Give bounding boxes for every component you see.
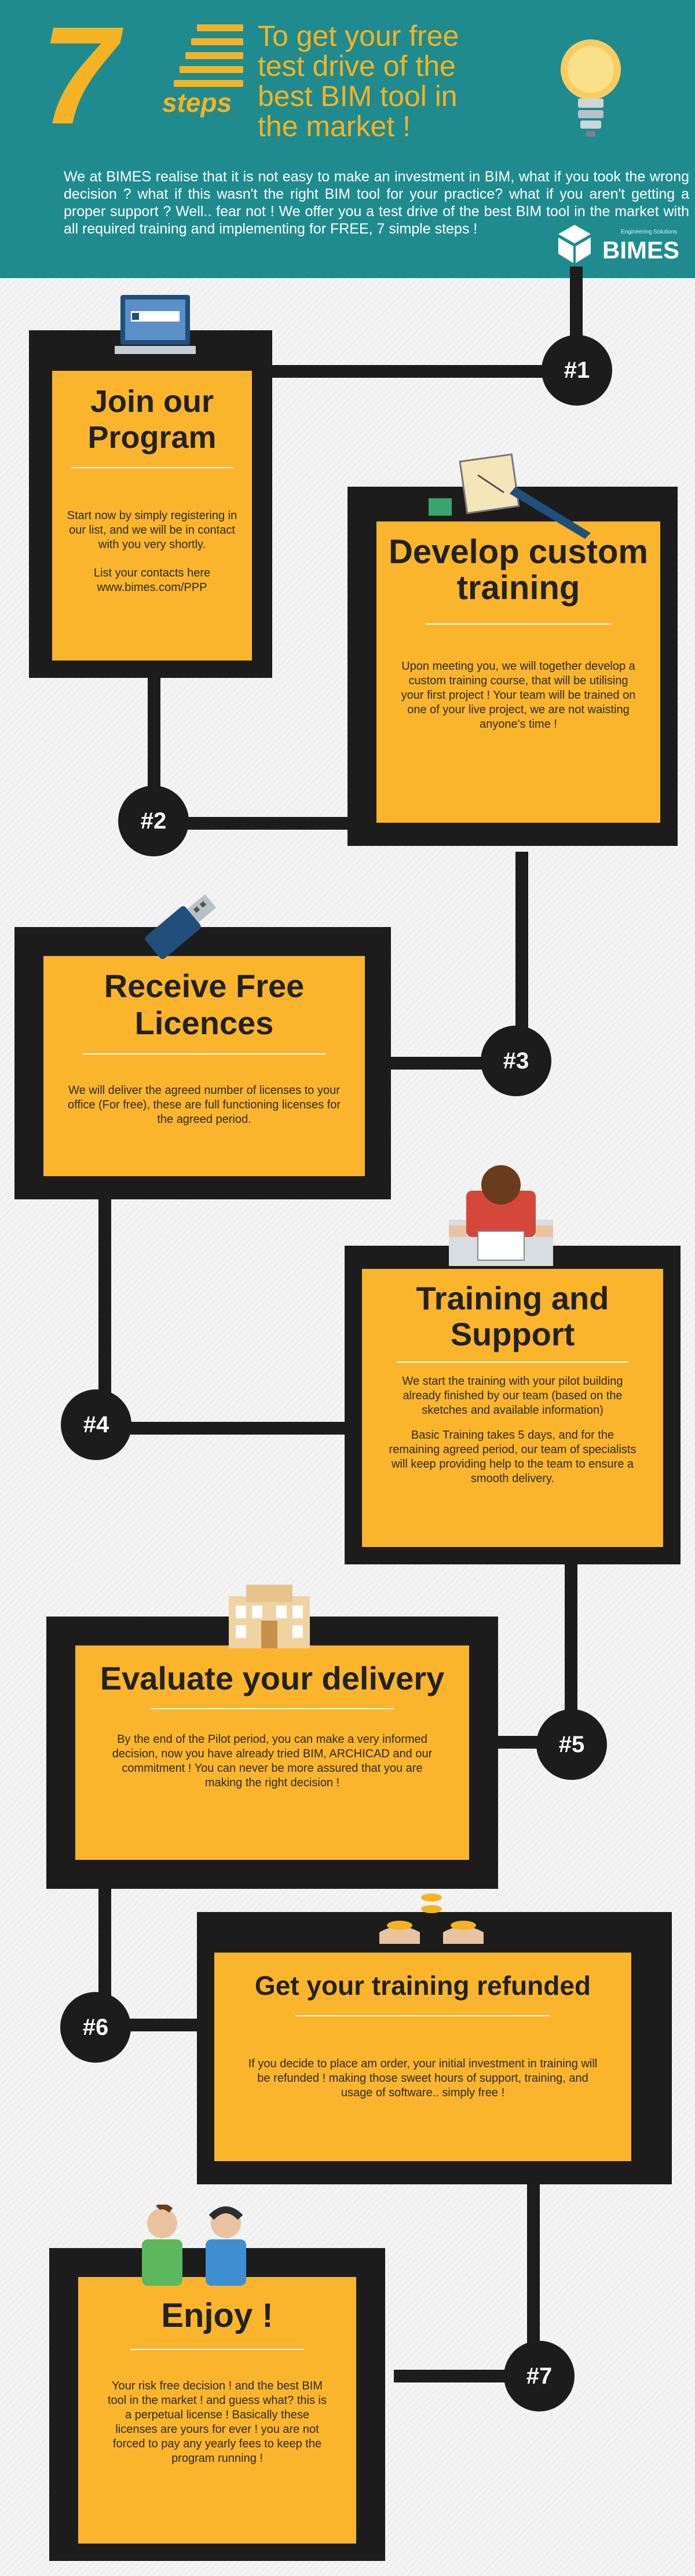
path-line xyxy=(394,2370,533,2382)
step-badge-1: #1 xyxy=(542,335,612,406)
path-line xyxy=(527,2184,540,2381)
step-6-body: If you decide to place am order, your in… xyxy=(248,2057,598,2099)
divider xyxy=(71,467,233,468)
step-badge-5: #5 xyxy=(536,1709,607,1780)
deco-bar xyxy=(180,66,243,73)
logo-tagline: Engineering Solutions xyxy=(621,229,678,235)
computer-icon xyxy=(115,295,196,354)
step-7-title: Enjoy ! xyxy=(161,2297,273,2334)
deco-bar xyxy=(191,38,243,45)
steps-label: steps xyxy=(162,87,232,118)
step-7-body: Your risk free decision ! and the best B… xyxy=(108,2380,327,2465)
step-6-card: Get your training refunded If you decide… xyxy=(214,1953,631,2161)
step-3-title: Receive Free Licences xyxy=(104,968,305,1041)
deco-bar xyxy=(197,24,243,31)
path-line xyxy=(565,1559,577,1750)
step-1-body: Start now by simply registering in our l… xyxy=(67,509,237,551)
bimes-logo-icon xyxy=(558,225,591,263)
two-people-icon xyxy=(142,2205,246,2286)
big-seven: 7 xyxy=(41,0,118,153)
deco-bar xyxy=(185,52,243,59)
usb-icon xyxy=(145,894,217,959)
divider xyxy=(426,623,611,625)
path-line xyxy=(148,672,160,823)
divider xyxy=(295,2015,550,2016)
step-2-card: Develop custom training Upon meeting you… xyxy=(376,521,660,823)
step-3-card: Receive Free Licences We will deliver th… xyxy=(43,956,365,1176)
step-badge-4: #4 xyxy=(61,1389,131,1460)
path-line xyxy=(98,1422,359,1435)
step-badge-7: #7 xyxy=(504,2341,575,2411)
step-4-body-2: Basic Training takes 5 days, and for the… xyxy=(389,1429,637,1485)
logo-name: BIMES xyxy=(602,236,680,264)
path-line xyxy=(515,852,528,1072)
step-7-card: Enjoy ! Your risk free decision ! and th… xyxy=(78,2277,356,2544)
divider xyxy=(397,1362,628,1363)
divider xyxy=(130,2349,304,2350)
step-badge-6: #6 xyxy=(60,1992,131,2063)
blueprint-icon xyxy=(429,453,591,539)
step-4-card: Training and Support We start the traini… xyxy=(362,1269,663,1547)
step-5-title: Evaluate your delivery xyxy=(100,1660,445,1696)
deco-bar xyxy=(174,80,243,87)
step-badge-2: #2 xyxy=(118,786,189,856)
step-4-body: We start the training with your pilot bu… xyxy=(402,1375,623,1417)
divider xyxy=(151,1708,394,1709)
step-3-body: We will deliver the agreed number of lic… xyxy=(68,1084,341,1126)
intro-text: We at BIMES realise that it is not easy … xyxy=(64,169,689,237)
page-title: To get your free test drive of the best … xyxy=(258,20,459,143)
person-at-desk-icon xyxy=(449,1165,553,1266)
step-badge-3: #3 xyxy=(481,1026,551,1096)
path-line xyxy=(255,365,579,378)
path-line xyxy=(148,817,356,830)
step-2-body: Upon meeting you, we will together devel… xyxy=(401,660,636,731)
step-1-contact: List your contacts here www.bimes.com/PP… xyxy=(93,567,211,594)
step-4-title: Training and Support xyxy=(416,1280,609,1352)
light-bulb-icon xyxy=(561,39,621,137)
path-line xyxy=(98,1194,111,1437)
step-1-card: Join our Program Start now by simply reg… xyxy=(52,371,252,661)
divider xyxy=(82,1053,326,1055)
step-5-card: Evaluate your delivery By the end of the… xyxy=(75,1645,469,1860)
step-5-body: By the end of the Pilot period, you can … xyxy=(112,1733,433,1789)
building-icon xyxy=(229,1585,310,1648)
step-2-title: Develop custom training xyxy=(389,533,648,607)
step-6-title: Get your training refunded xyxy=(254,1971,591,2001)
step-1-title: Join our Program xyxy=(87,384,217,455)
coins-in-hands-icon xyxy=(379,1893,484,1944)
